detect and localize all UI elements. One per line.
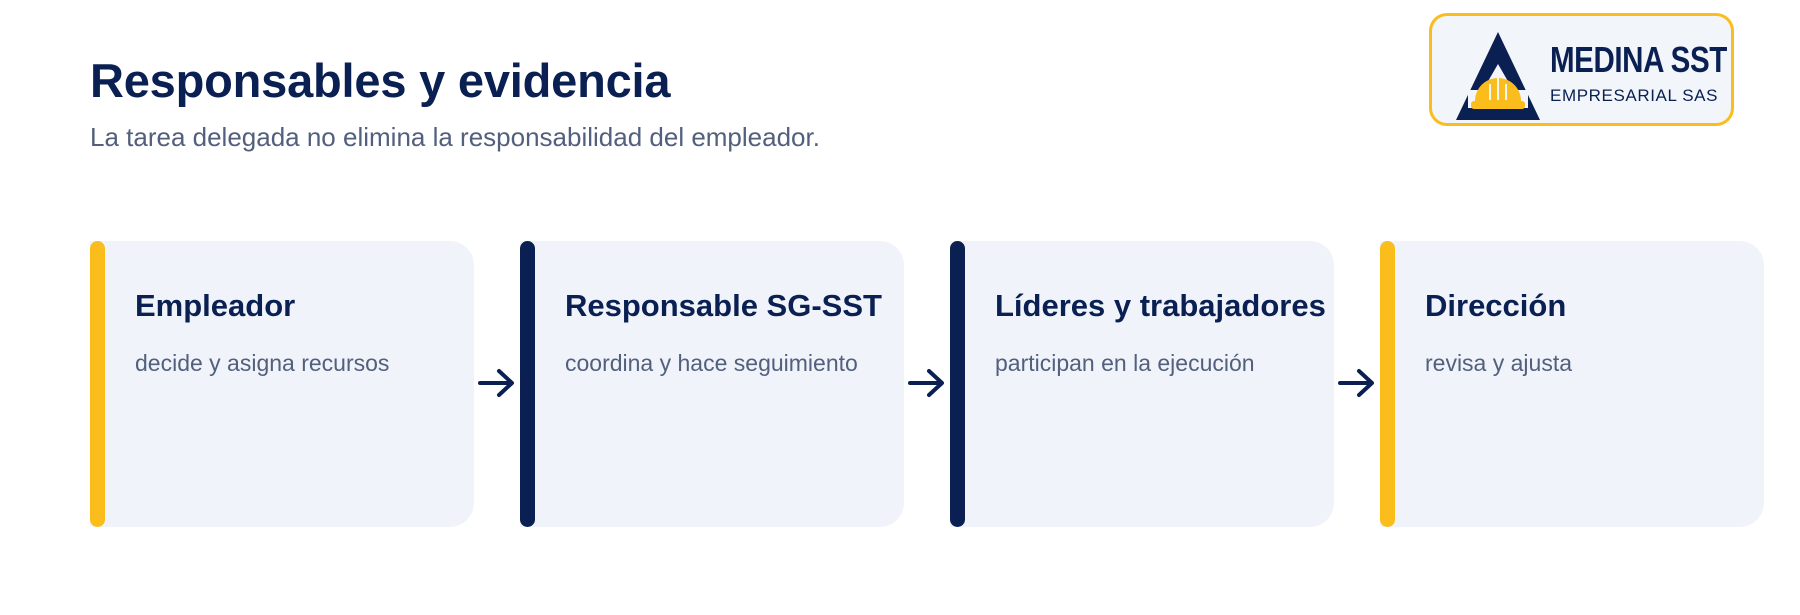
logo-wordmark: MEDINA SST xyxy=(1550,39,1727,80)
flow-step-card: Dirección revisa y ajusta xyxy=(1380,241,1764,527)
step-description: coordina y hace seguimiento xyxy=(565,350,858,376)
step-description: participan en la ejecución xyxy=(995,350,1255,376)
helmet-triangle-logo-icon xyxy=(1456,32,1540,120)
step-title: Líderes y trabajadores xyxy=(995,288,1326,323)
step-accent-bar xyxy=(1380,241,1395,527)
step-accent-bar xyxy=(90,241,105,527)
step-accent-bar xyxy=(950,241,965,527)
step-title: Dirección xyxy=(1425,288,1567,323)
step-description: decide y asigna recursos xyxy=(135,350,390,376)
arrow-right-icon xyxy=(1338,369,1374,397)
flow-step-card: Empleador decide y asigna recursos xyxy=(90,241,474,527)
step-title: Responsable SG-SST xyxy=(565,288,882,323)
arrow-right-icon xyxy=(908,369,944,397)
page-title: Responsables y evidencia xyxy=(90,54,671,107)
step-description: revisa y ajusta xyxy=(1425,350,1573,376)
company-logo: MEDINA SST EMPRESARIAL SAS xyxy=(1429,13,1734,126)
step-title: Empleador xyxy=(135,288,296,323)
step-accent-bar xyxy=(520,241,535,527)
flow-step-card: Líderes y trabajadores participan en la … xyxy=(950,241,1334,527)
flow-step-card: Responsable SG-SST coordina y hace segui… xyxy=(520,241,904,527)
page-subtitle: La tarea delegada no elimina la responsa… xyxy=(90,122,820,152)
logo-subtitle: EMPRESARIAL SAS xyxy=(1550,86,1719,105)
arrow-right-icon xyxy=(478,369,514,397)
